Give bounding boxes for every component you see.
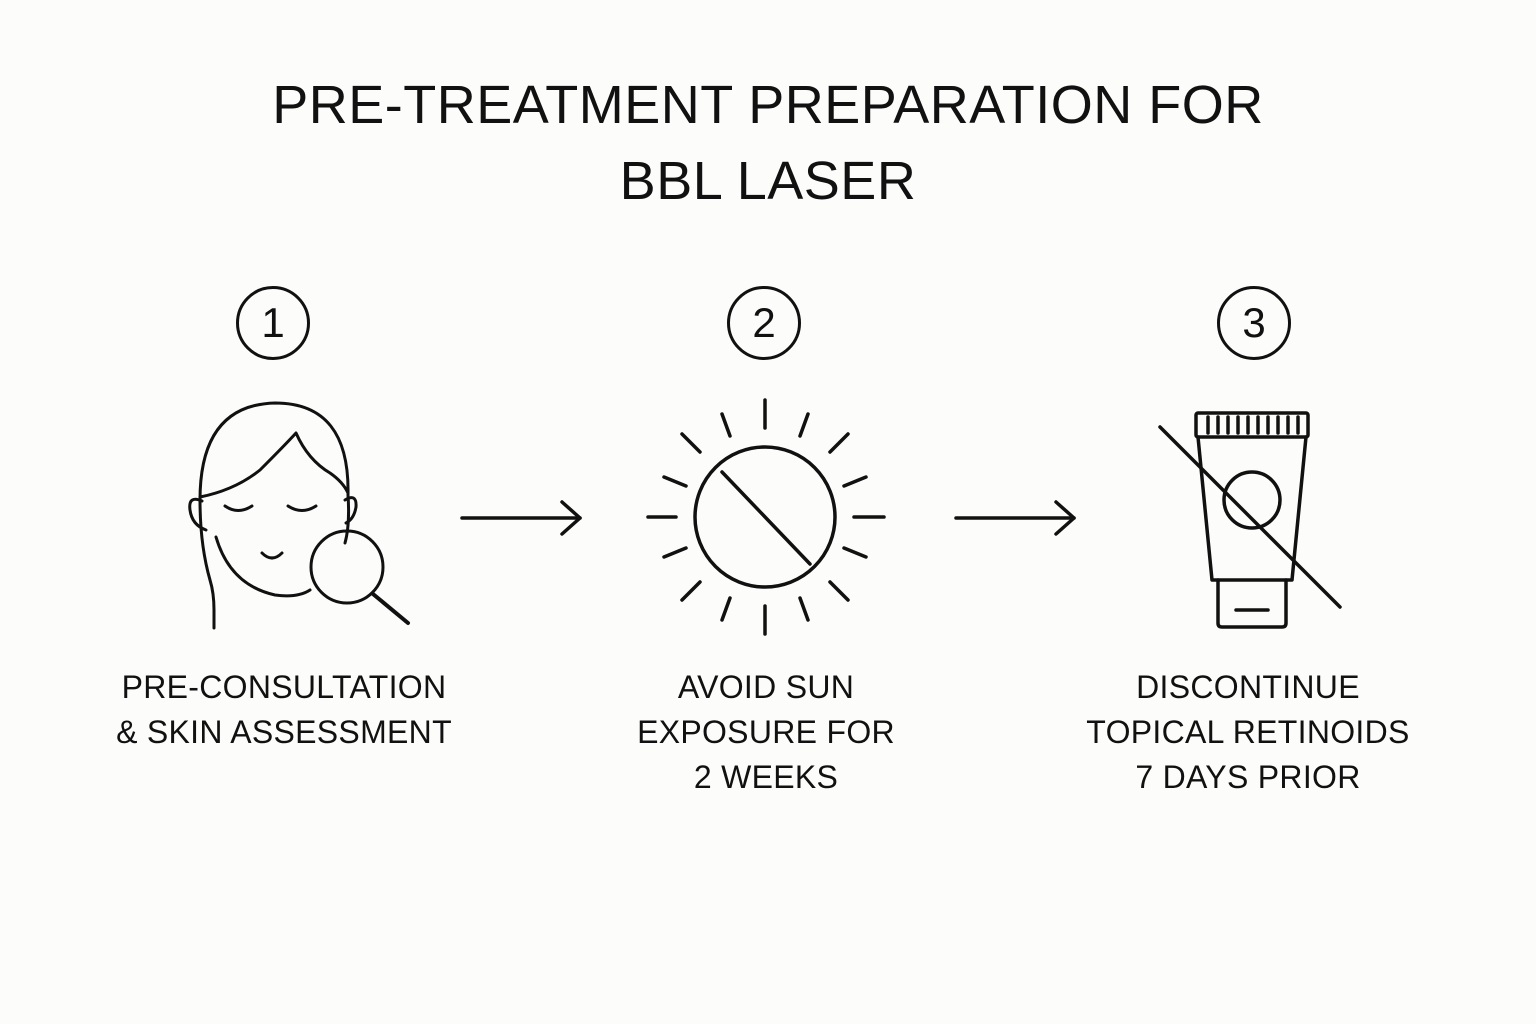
step-3-label-line-1: DISCONTINUE xyxy=(1136,669,1360,705)
step-2-label-line-2: EXPOSURE FOR xyxy=(637,714,895,750)
step-1-label-line-2: & SKIN ASSESSMENT xyxy=(116,714,452,750)
no-retinoid-tube-icon xyxy=(1158,411,1342,629)
step-3-number: 3 xyxy=(1242,299,1266,346)
step-2-number-badge: 2 xyxy=(727,286,801,360)
title-line-2: BBL LASER xyxy=(619,150,917,211)
step-2-label-line-1: AVOID SUN xyxy=(677,669,855,705)
face-magnifier-icon xyxy=(188,401,410,630)
step-3-label-line-2: TOPICAL RETINOIDS xyxy=(1086,714,1410,750)
step-1-number-badge: 1 xyxy=(236,286,310,360)
page-title: PRE-TREATMENT PREPARATION FOR BBL LASER xyxy=(0,68,1536,219)
step-2-label: AVOID SUN EXPOSURE FOR 2 WEEKS xyxy=(556,665,976,800)
step-1-label: PRE-CONSULTATION & SKIN ASSESSMENT xyxy=(74,665,494,755)
arrow-right-icon xyxy=(954,500,1076,536)
step-3-number-badge: 3 xyxy=(1217,286,1291,360)
step-2-number: 2 xyxy=(752,299,776,346)
step-1-number: 1 xyxy=(261,299,285,346)
no-sun-icon xyxy=(646,398,886,636)
arrow-right-icon xyxy=(460,500,582,536)
step-3-label: DISCONTINUE TOPICAL RETINOIDS 7 DAYS PRI… xyxy=(1038,665,1458,800)
step-1-label-line-1: PRE-CONSULTATION xyxy=(121,669,447,705)
title-line-1: PRE-TREATMENT PREPARATION FOR xyxy=(272,75,1264,135)
step-2-label-line-3: 2 WEEKS xyxy=(693,759,839,795)
step-3-label-line-3: 7 DAYS PRIOR xyxy=(1135,759,1361,795)
